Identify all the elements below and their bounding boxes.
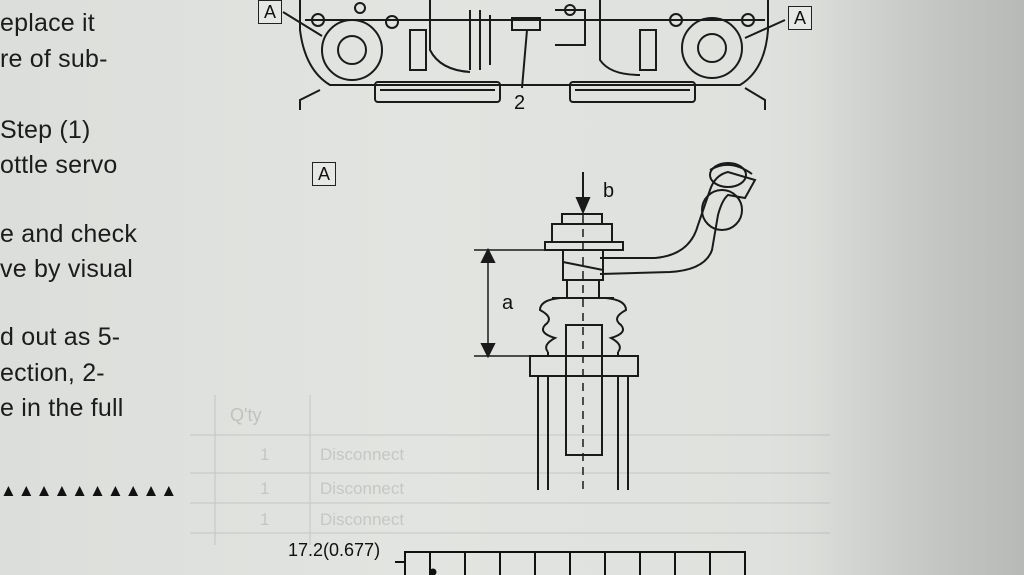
detail-drawing xyxy=(474,162,757,490)
figure-box-label: A xyxy=(788,6,812,30)
body-text-line: ottle servo xyxy=(0,151,118,179)
body-text-line: d out as 5- xyxy=(0,323,121,351)
action-cell: Disconnect xyxy=(320,510,405,529)
part-number-label: 2 xyxy=(514,92,526,114)
faint-table-grid xyxy=(190,395,830,545)
body-text-line: e in the full xyxy=(0,394,124,422)
action-cell: Disconnect xyxy=(320,445,405,464)
qty-cell: 1 xyxy=(260,445,270,464)
separator-triangles: ▲▲▲▲▲▲▲▲▲▲ xyxy=(0,481,179,500)
dimension-a-label: a xyxy=(502,292,514,314)
body-text-line: ve by visual xyxy=(0,255,134,283)
qty-cell: 1 xyxy=(260,510,270,529)
measurement-scale xyxy=(395,551,746,575)
action-cell: Disconnect xyxy=(320,479,405,498)
figure-box-label: A xyxy=(258,0,282,24)
body-text-line: Step (1) xyxy=(0,116,91,144)
body-text-line: eplace it xyxy=(0,9,95,37)
faint-table-header: Q'ty xyxy=(230,405,262,425)
faint-table: Q'ty 1 Disconnect 1 Disconnect 1 Disconn… xyxy=(190,395,830,545)
body-text-line: re of sub- xyxy=(0,45,108,73)
body-text-line: ection, 2- xyxy=(0,359,105,387)
measurement-value: 17.2(0.677) xyxy=(288,540,381,560)
top-assembly-drawing xyxy=(282,0,786,110)
figure-box-label: A xyxy=(312,162,336,186)
body-text-line: e and check xyxy=(0,220,138,248)
qty-cell: 1 xyxy=(260,479,270,498)
page-edge-shadow xyxy=(812,0,1024,575)
dimension-b-label: b xyxy=(603,180,615,202)
